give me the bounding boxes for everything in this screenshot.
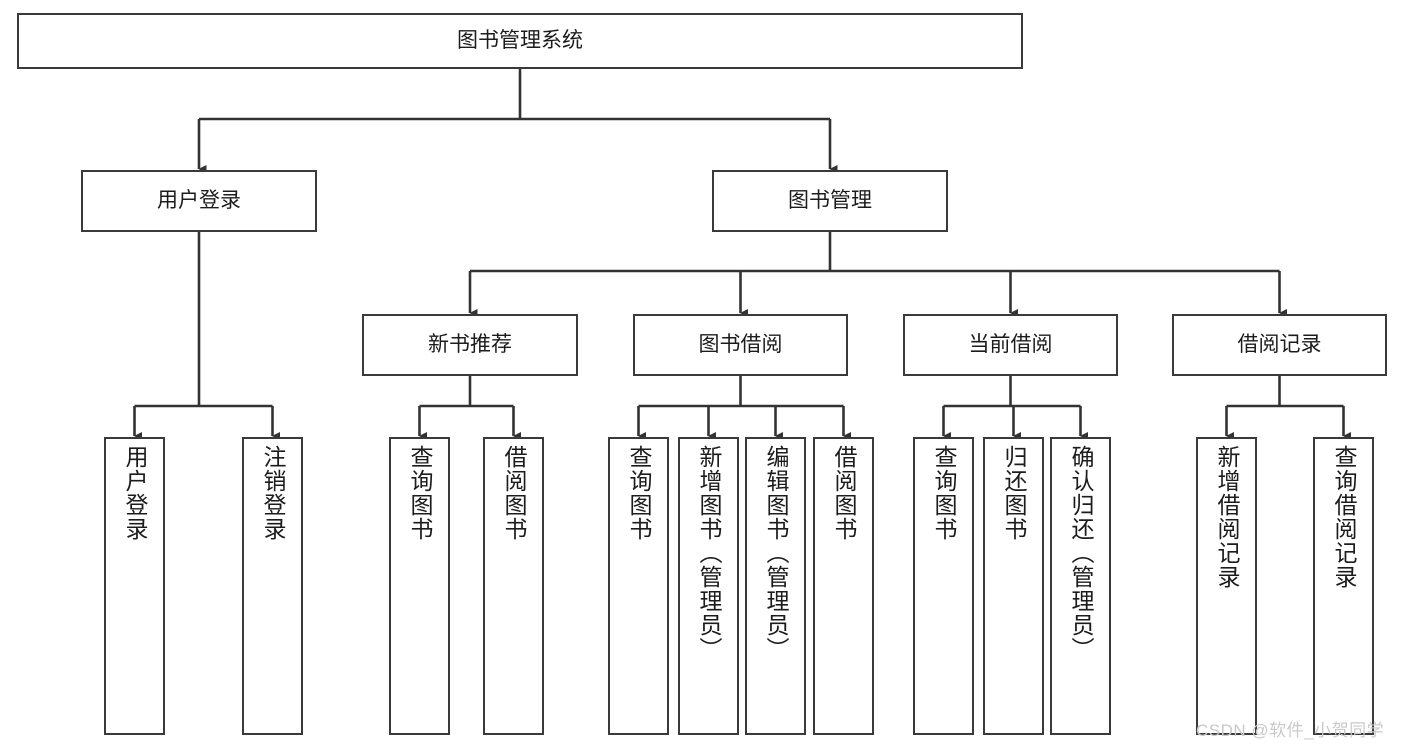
node-label: 图书借阅	[698, 332, 783, 356]
node-root[interactable]: 图书管理系统	[17, 13, 1023, 69]
edge-paths	[133, 69, 1352, 441]
node-records[interactable]: 借阅记录	[1172, 314, 1387, 376]
node-l-confirm[interactable]: 确认归还（管理员）	[1050, 437, 1111, 735]
node-login[interactable]: 用户登录	[81, 170, 317, 232]
node-l-add[interactable]: 新增图书（管理员）	[678, 437, 739, 735]
node-bookmgmt[interactable]: 图书管理	[712, 170, 948, 232]
node-label: 新增借阅记录	[1214, 445, 1240, 589]
node-label: 借阅图书	[501, 445, 527, 541]
node-label: 注销登录	[260, 445, 286, 541]
node-label: 用户登录	[122, 445, 148, 541]
node-current[interactable]: 当前借阅	[903, 314, 1118, 376]
node-label: 查询图书	[407, 445, 433, 541]
node-label: 图书管理	[788, 188, 872, 212]
node-borrow[interactable]: 图书借阅	[633, 314, 848, 376]
node-label: 用户登录	[157, 188, 241, 212]
node-l-q1[interactable]: 查询图书	[389, 437, 450, 735]
node-l-addrec[interactable]: 新增借阅记录	[1196, 437, 1257, 735]
node-label: 借阅记录	[1237, 332, 1322, 356]
node-l-login[interactable]: 用户登录	[104, 437, 165, 735]
node-label: 查询图书	[931, 445, 957, 541]
node-label: 当前借阅	[968, 332, 1053, 356]
node-label: 借阅图书	[831, 445, 857, 541]
node-l-q2[interactable]: 查询图书	[608, 437, 669, 735]
node-l-qrec[interactable]: 查询借阅记录	[1313, 437, 1374, 735]
node-l-logout[interactable]: 注销登录	[242, 437, 303, 735]
node-label: 新增图书（管理员）	[696, 445, 722, 661]
node-label: 查询图书	[626, 445, 652, 541]
node-label: 查询借阅记录	[1331, 445, 1357, 589]
node-l-b2[interactable]: 借阅图书	[813, 437, 874, 735]
node-label: 归还图书	[1001, 445, 1027, 541]
node-label: 新书推荐	[428, 332, 512, 356]
node-l-b1[interactable]: 借阅图书	[483, 437, 544, 735]
node-l-q3[interactable]: 查询图书	[913, 437, 974, 735]
node-label: 图书管理系统	[457, 28, 583, 52]
node-label: 确认归还（管理员）	[1068, 445, 1094, 661]
node-newrec[interactable]: 新书推荐	[362, 314, 578, 376]
node-l-return[interactable]: 归还图书	[983, 437, 1044, 735]
node-label: 编辑图书（管理员）	[763, 445, 789, 661]
node-l-edit[interactable]: 编辑图书（管理员）	[745, 437, 806, 735]
